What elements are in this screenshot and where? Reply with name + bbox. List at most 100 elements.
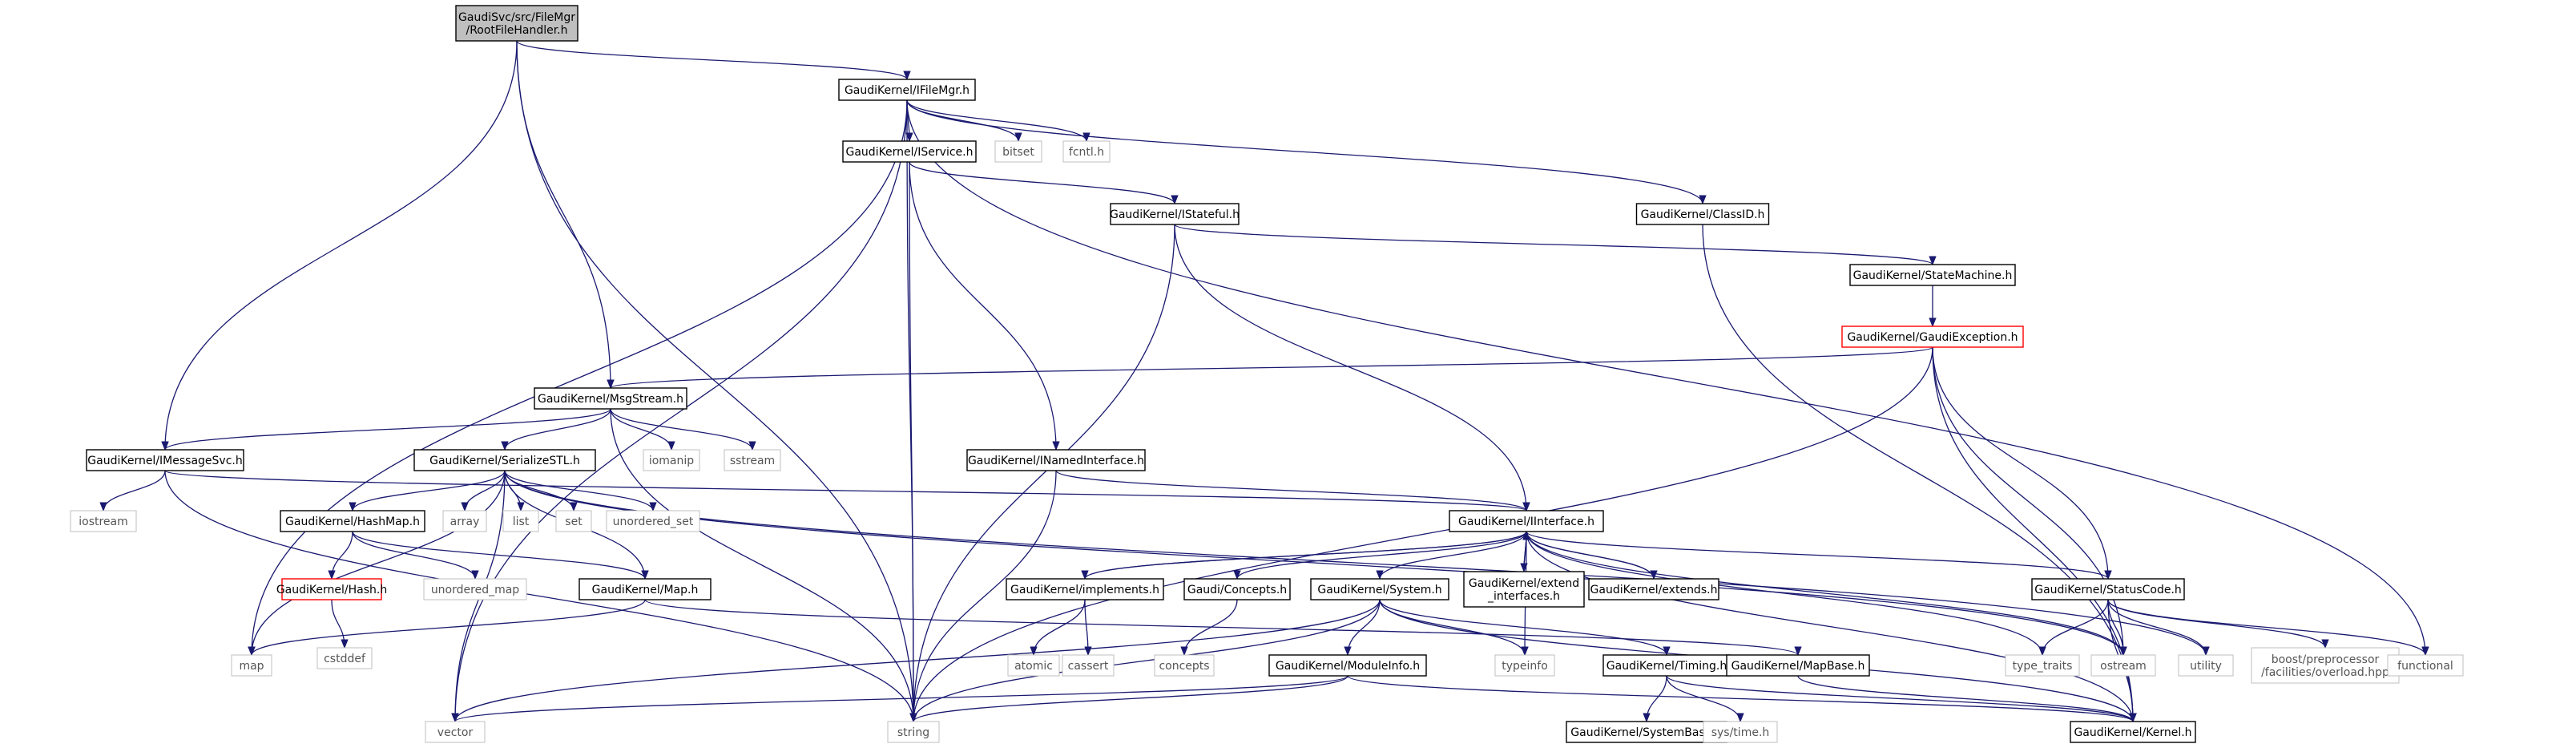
- node-implements[interactable]: GaudiKernel/implements.h: [1006, 578, 1164, 600]
- node-box: [1635, 203, 1770, 225]
- node-box: [1566, 721, 1727, 743]
- node-label: GaudiKernel/StatusCode.h: [2034, 584, 2182, 596]
- node-box: [442, 510, 487, 532]
- node-box: [423, 578, 527, 600]
- node-mapmap[interactable]: GaudiKernel/Map.h: [578, 578, 712, 600]
- edge-hashmap-to-unordered_map: [352, 531, 479, 580]
- node-hashmap[interactable]: GaudiKernel/HashMap.h: [280, 510, 425, 532]
- node-label: iostream: [79, 515, 128, 528]
- node-inamedinterface[interactable]: GaudiKernel/INamedInterface.h: [966, 449, 1146, 471]
- node-istateful[interactable]: GaudiKernel/IStateful.h: [1110, 203, 1240, 225]
- node-box: [1703, 721, 1778, 743]
- edge-imessagesvc-to-string: [164, 470, 917, 723]
- node-label: ostream: [2100, 660, 2147, 673]
- edge-inamedinterface-to-string: [909, 470, 1057, 723]
- node-concepts-h[interactable]: Gaudi/Concepts.h: [1183, 578, 1291, 600]
- edge-timing-to-sys_time: [1666, 675, 1744, 723]
- node-sys-time: sys/time.h: [1703, 721, 1778, 743]
- edge-ifilemgr-to-map: [248, 99, 908, 657]
- edge-msgstream-to-sstream: [610, 408, 756, 451]
- node-cstddef: cstddef: [316, 647, 373, 669]
- edge-iservice-to-istateful: [909, 161, 1179, 205]
- node-box: [86, 449, 244, 471]
- edge-implements-to-atomic: [1030, 599, 1086, 657]
- node-label: sys/time.h: [1711, 726, 1770, 739]
- node-label: GaudiKernel/SerializeSTL.h: [429, 455, 580, 467]
- edge-moduleinfo-to-string: [909, 675, 1348, 723]
- edge-implements-to-iinterface: [1084, 530, 1530, 580]
- node-ifilemgr[interactable]: GaudiKernel/IFileMgr.h: [838, 79, 976, 101]
- node-box: [316, 647, 373, 669]
- node-unordered-map: unordered_map: [423, 578, 527, 600]
- node-label: string: [897, 726, 929, 739]
- node-moduleinfo[interactable]: GaudiKernel/ModuleInfo.h: [1268, 654, 1427, 677]
- edge-msgstream-to-iomanip: [610, 408, 675, 451]
- node-box: [555, 510, 592, 532]
- node-concepts: concepts: [1154, 654, 1215, 677]
- node-label: Gaudi/Concepts.h: [1187, 584, 1287, 596]
- node-kernel[interactable]: GaudiKernel/Kernel.h: [2070, 721, 2196, 743]
- edge-classid-to-kernel: [1702, 224, 2137, 723]
- node-label: boost/preprocessor: [2272, 653, 2380, 666]
- node-box: [1494, 654, 1555, 677]
- edge-iservice-to-inamedinterface: [909, 161, 1060, 451]
- node-unordered-set: unordered_set: [606, 510, 700, 532]
- node-box: [2251, 647, 2400, 684]
- node-msgstream[interactable]: GaudiKernel/MsgStream.h: [534, 387, 687, 410]
- node-extend-interfaces[interactable]: GaudiKernel/extend_interfaces.h: [1463, 571, 1585, 608]
- node-box: [1588, 578, 1719, 600]
- node-atomic: atomic: [1007, 654, 1060, 677]
- edge-gaudiexception-to-string: [909, 346, 1933, 723]
- edge-imessagesvc-to-iinterface: [164, 470, 1530, 512]
- node-box: [1841, 325, 2024, 348]
- node-hash[interactable]: GaudiKernel/Hash.h: [276, 578, 387, 600]
- node-label: /RootFileHandler.h: [466, 24, 567, 37]
- edge-msgstream-to-string: [610, 408, 917, 723]
- node-serializestl[interactable]: GaudiKernel/SerializeSTL.h: [413, 449, 596, 471]
- node-rootfilehandler[interactable]: GaudiSvc/src/FileMgr/RootFileHandler.h: [455, 5, 578, 42]
- edge-gaudiexception-to-statuscode: [1932, 346, 2112, 580]
- node-label: GaudiKernel/MsgStream.h: [538, 393, 683, 406]
- node-gaudiexception[interactable]: GaudiKernel/GaudiException.h: [1841, 325, 2024, 348]
- node-iinterface[interactable]: GaudiKernel/IInterface.h: [1449, 510, 1604, 532]
- edge-statuscode-to-functional: [2107, 599, 2429, 657]
- node-label: GaudiKernel/StateMachine.h: [1853, 269, 2013, 282]
- node-label: GaudiKernel/IMessageSvc.h: [87, 455, 242, 467]
- node-functional: functional: [2387, 654, 2464, 677]
- node-systembase[interactable]: GaudiKernel/SystemBase.h: [1566, 721, 1727, 743]
- node-iservice[interactable]: GaudiKernel/IService.h: [842, 140, 977, 163]
- edge-hashmap-to-hash: [328, 531, 353, 580]
- edge-serializestl-to-hashmap: [349, 470, 506, 512]
- node-box: [413, 449, 596, 471]
- node-timing[interactable]: GaudiKernel/Timing.h: [1602, 654, 1731, 677]
- node-box: [1449, 510, 1604, 532]
- node-extends[interactable]: GaudiKernel/extends.h: [1588, 578, 1719, 600]
- node-system[interactable]: GaudiKernel/System.h: [1310, 578, 1449, 600]
- edge-timing-to-systembase: [1643, 675, 1667, 723]
- edge-iinterface-to-system: [1376, 531, 1527, 580]
- node-imessagesvc[interactable]: GaudiKernel/IMessageSvc.h: [86, 449, 244, 471]
- node-label: GaudiKernel/Kernel.h: [2074, 726, 2191, 739]
- node-box: [842, 140, 977, 163]
- node-statemachine[interactable]: GaudiKernel/StateMachine.h: [1849, 264, 2016, 286]
- node-mapbase[interactable]: GaudiKernel/MapBase.h: [1726, 654, 1870, 677]
- node-label: GaudiKernel/implements.h: [1010, 584, 1159, 596]
- node-label: cassert: [1068, 660, 1109, 673]
- edge-rootfilehandler-to-ifilemgr: [516, 40, 911, 81]
- node-label: concepts: [1159, 660, 1209, 673]
- node-box: [1463, 571, 1585, 608]
- node-box: [1062, 140, 1111, 163]
- edge-iservice-to-string: [909, 161, 917, 723]
- edge-serializestl-to-array: [461, 470, 506, 512]
- node-classid[interactable]: GaudiKernel/ClassID.h: [1635, 203, 1770, 225]
- node-label: cstddef: [324, 653, 366, 665]
- edge-iinterface-to-type_traits: [1526, 531, 2046, 657]
- node-label: set: [565, 515, 583, 528]
- node-box: [1310, 578, 1449, 600]
- node-statuscode[interactable]: GaudiKernel/StatusCode.h: [2031, 578, 2185, 600]
- node-label: GaudiKernel/HashMap.h: [285, 515, 420, 528]
- edge-ifilemgr-to-vector: [451, 99, 908, 723]
- node-fcntl: fcntl.h: [1062, 140, 1111, 163]
- node-box: [1006, 578, 1164, 600]
- node-type-traits: type_traits: [2005, 654, 2080, 677]
